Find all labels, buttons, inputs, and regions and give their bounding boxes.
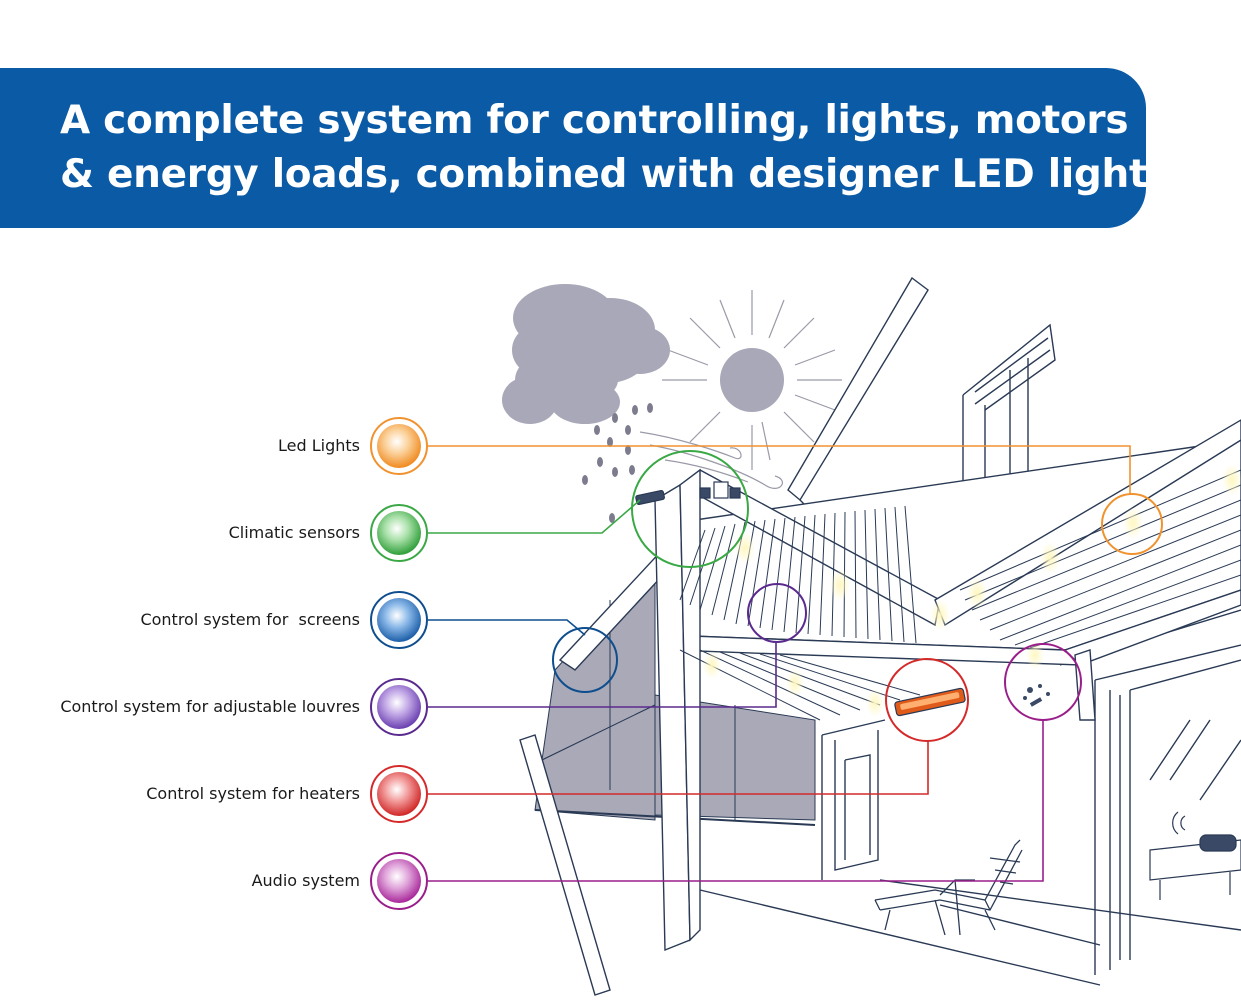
- table-speaker: [1149, 811, 1241, 900]
- connector-louvres: [428, 641, 777, 708]
- legend-dot-heaters-fill: [377, 772, 421, 816]
- ceiling-speaker: [1023, 684, 1050, 707]
- pergola-frame: [519, 419, 1241, 996]
- ring-screens: [552, 627, 618, 693]
- title-banner: A complete system for controlling, light…: [0, 68, 1216, 228]
- ring-heaters: [885, 658, 969, 742]
- title-line-1: A complete system for controlling, light…: [60, 98, 1129, 143]
- legend-dot-led-fill: [377, 424, 421, 468]
- ring-led: [1101, 493, 1163, 555]
- ring-louvres: [747, 583, 807, 643]
- label-led-lights: Led Lights: [278, 436, 360, 455]
- heater-device: [894, 687, 966, 717]
- legend-dot-louvres-fill: [377, 685, 421, 729]
- label-climatic-sensors: Climatic sensors: [228, 523, 360, 542]
- legend-dot-screens-fill: [377, 598, 421, 642]
- page-title: A complete system for controlling, light…: [60, 94, 1216, 202]
- legend-dot-audio-fill: [377, 859, 421, 903]
- connector-screens: [428, 619, 586, 636]
- label-audio-system: Audio system: [251, 871, 360, 890]
- lounge-chair: [874, 839, 1023, 936]
- weather-sensor-device: [635, 481, 741, 506]
- led-light-spots: [703, 464, 1241, 717]
- connector-climatic: [428, 499, 641, 534]
- label-heaters-control: Control system for heaters: [146, 784, 360, 803]
- label-louvres-control: Control system for adjustable louvres: [60, 697, 360, 716]
- connector-heaters: [428, 740, 929, 795]
- cloud-icon: [502, 284, 670, 424]
- ring-audio: [1004, 643, 1082, 721]
- title-line-2: & energy loads, combined with designer L…: [60, 152, 1216, 197]
- label-screens-control: Control system for screens: [140, 610, 360, 629]
- connector-led: [428, 445, 1131, 495]
- connector-audio: [428, 719, 1044, 882]
- ring-climatic: [631, 450, 749, 568]
- legend-dot-climatic-fill: [377, 511, 421, 555]
- sun-icon: [662, 290, 842, 470]
- rain-icon: [582, 403, 653, 523]
